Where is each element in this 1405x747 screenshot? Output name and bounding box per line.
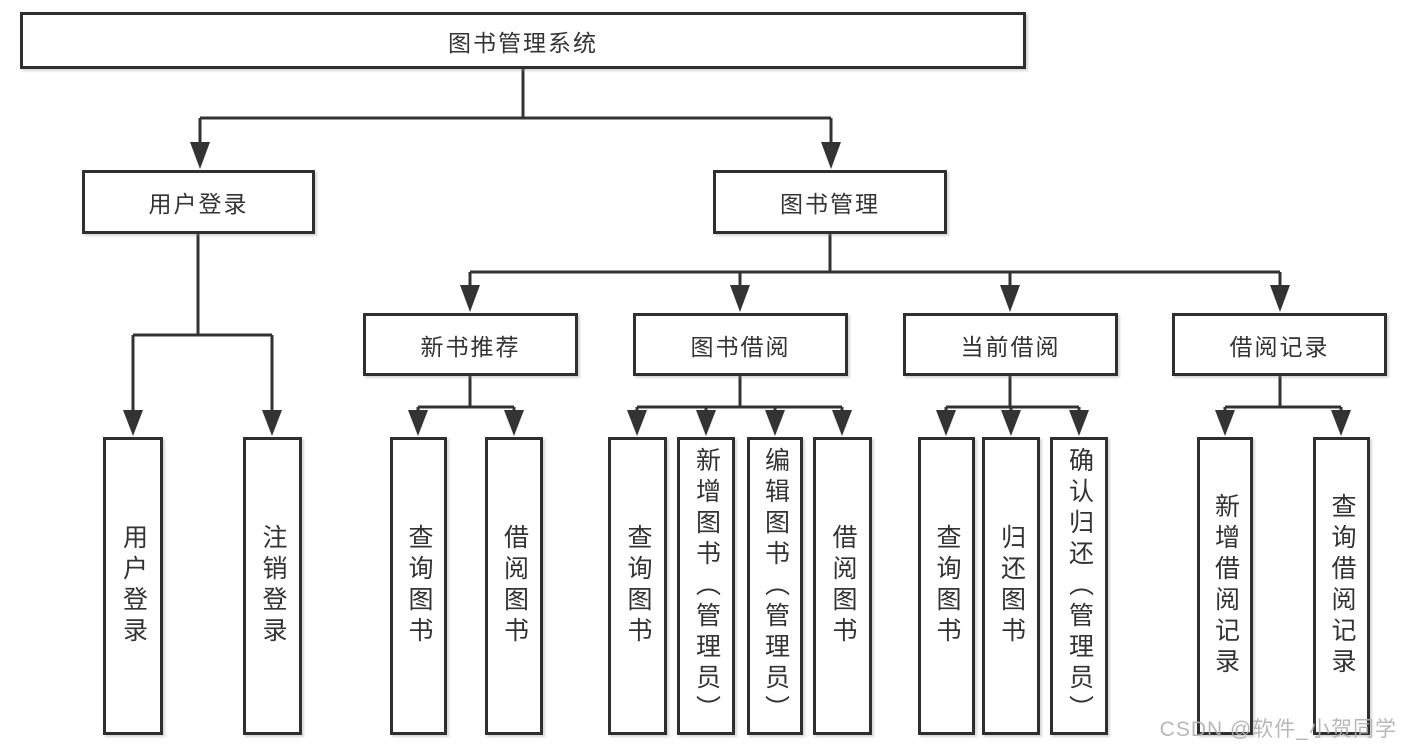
leaf-borrowing-edit-books-admin: 编辑图书（管理员） — [747, 437, 803, 735]
node-label: 用户登录 — [119, 524, 148, 648]
node-label: 借阅图书 — [829, 524, 857, 648]
node-label: 新增借阅记录 — [1211, 493, 1240, 679]
node-label: 新书推荐 — [420, 333, 521, 360]
node-label: 归还图书 — [997, 524, 1026, 648]
node-label: 当前借阅 — [960, 333, 1061, 360]
leaf-newbook-query-books: 查询图书 — [390, 437, 447, 735]
node-label: 查询图书 — [933, 524, 961, 648]
node-label: 注销登录 — [259, 524, 287, 648]
node-label: 图书借阅 — [690, 333, 791, 360]
leaf-logout: 注销登录 — [243, 437, 302, 735]
leaf-borrowing-query-books: 查询图书 — [608, 437, 667, 735]
node-label: 确认归还（管理员） — [1065, 446, 1094, 726]
leaf-records-query-borrow-record: 查询借阅记录 — [1313, 437, 1370, 735]
node-borrowing-records: 借阅记录 — [1172, 313, 1387, 376]
node-user-login: 用户登录 — [82, 170, 315, 234]
node-new-book-recommend: 新书推荐 — [363, 313, 578, 376]
node-label: 查询图书 — [624, 524, 652, 648]
node-label: 借阅图书 — [500, 524, 529, 648]
node-root-system: 图书管理系统 — [20, 12, 1026, 69]
leaf-current-query-books: 查询图书 — [918, 437, 975, 735]
node-label: 新增图书（管理员） — [692, 446, 721, 726]
leaf-user-login: 用户登录 — [103, 437, 163, 735]
leaf-borrowing-borrow-books: 借阅图书 — [813, 437, 872, 735]
node-current-borrowing: 当前借阅 — [903, 313, 1118, 376]
node-book-borrowing: 图书借阅 — [633, 313, 848, 376]
node-label: 用户登录 — [148, 191, 249, 217]
leaf-borrowing-add-books-admin: 新增图书（管理员） — [677, 437, 735, 735]
watermark: CSDN @软件_小贺同学 — [1159, 718, 1397, 741]
leaf-records-add-borrow-record: 新增借阅记录 — [1197, 437, 1253, 735]
node-label: 借阅记录 — [1229, 333, 1330, 360]
node-label: 图书管理系统 — [448, 29, 598, 56]
node-label: 查询图书 — [405, 524, 433, 648]
node-label: 查询借阅记录 — [1328, 493, 1356, 679]
node-label: 图书管理 — [780, 191, 880, 217]
leaf-current-confirm-return-admin: 确认归还（管理员） — [1050, 437, 1108, 735]
leaf-newbook-borrow-books: 借阅图书 — [485, 437, 543, 735]
node-book-management: 图书管理 — [713, 170, 947, 234]
arrowheads — [123, 142, 1351, 436]
leaf-current-return-books: 归还图书 — [982, 437, 1040, 735]
node-label: 编辑图书（管理员） — [761, 446, 790, 726]
